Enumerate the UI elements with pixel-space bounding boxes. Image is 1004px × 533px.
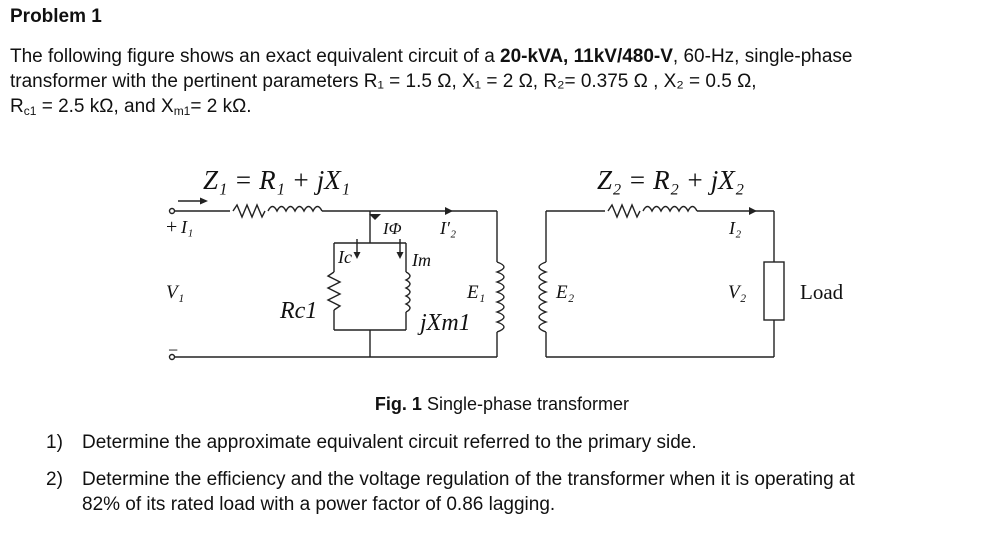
question-line: Determine the efficiency and the voltage… xyxy=(82,469,855,490)
v1-label: V₁ xyxy=(166,282,184,303)
minus-sign: − xyxy=(168,340,178,360)
e2-label: E₂ xyxy=(555,282,575,303)
v2-label: V₂ xyxy=(728,282,747,303)
plus-sign: + xyxy=(166,216,177,238)
z1-label: Z₁ = R₁ + jX₁ xyxy=(203,165,350,195)
arrowhead-i2 xyxy=(749,207,757,215)
load-box xyxy=(763,261,785,321)
arrowhead-i2-prime xyxy=(445,207,453,215)
figure-caption-text: Single-phase transformer xyxy=(426,394,630,414)
question-line: 82% of its rated load with a power facto… xyxy=(82,494,556,515)
subscript: c1 xyxy=(23,104,37,118)
resistor-rc1 xyxy=(326,271,342,311)
primary-winding xyxy=(494,261,505,333)
figure-number: Fig. 1 xyxy=(374,394,422,414)
problem-statement: The following figure shows an exact equi… xyxy=(10,44,1000,119)
im-label: Im xyxy=(411,250,431,270)
load-label: Load xyxy=(800,280,844,304)
statement-text: , 60-Hz, single-phase xyxy=(672,46,853,67)
statement-text: R xyxy=(10,96,24,117)
z2-label: Z₂ = R₂ + jX₂ xyxy=(597,165,744,195)
iphi-label: IΦ xyxy=(382,219,402,238)
figure-caption: Fig. 1 Single-phase transformer xyxy=(0,394,1004,415)
rc1-label: Rc1 xyxy=(279,298,317,324)
inductor-xm1 xyxy=(404,271,411,313)
question-text: Determine the efficiency and the voltage… xyxy=(82,467,1004,517)
arrowhead xyxy=(200,197,208,205)
i1-label: I₁ xyxy=(180,217,193,237)
question-number: 2) xyxy=(46,469,63,490)
inductor-x2 xyxy=(642,205,698,213)
statement-text: = 2 kΩ. xyxy=(190,96,252,117)
statement-line-3: Rc1 = 2.5 kΩ, and Xm1= 2 kΩ. xyxy=(10,94,1000,119)
terminal-top xyxy=(168,207,176,215)
question-number: 1) xyxy=(46,432,63,453)
terminal-bottom xyxy=(168,353,176,361)
i2-label: I₂ xyxy=(728,218,741,238)
resistor-r2 xyxy=(607,203,641,219)
statement-text: = 2.5 kΩ, and X xyxy=(36,96,174,117)
question-line: Determine the approximate equivalent cir… xyxy=(82,432,697,453)
statement-line-2: transformer with the pertinent parameter… xyxy=(10,71,757,92)
resistor-r1 xyxy=(232,203,266,219)
arrowhead-ic xyxy=(353,252,361,259)
e1-label: E₁ xyxy=(466,282,485,303)
question-text: Determine the approximate equivalent cir… xyxy=(82,430,1004,455)
ic-label: Ic xyxy=(337,247,352,267)
jxm1-label: jXm1 xyxy=(417,310,471,336)
inductor-x1 xyxy=(267,205,323,213)
subscript: m1 xyxy=(173,104,191,118)
i2-prime-label: I′₂ xyxy=(439,218,456,238)
arrowhead-im xyxy=(396,252,404,259)
problem-title: Problem 1 xyxy=(10,6,102,27)
arrowhead-iphi xyxy=(369,214,381,220)
secondary-winding xyxy=(538,261,549,333)
statement-text: The following figure shows an exact equi… xyxy=(10,46,501,67)
statement-line-1: The following figure shows an exact equi… xyxy=(10,44,1000,69)
transformer-rating: 20-kVA, 11kV/480-V xyxy=(500,46,673,67)
